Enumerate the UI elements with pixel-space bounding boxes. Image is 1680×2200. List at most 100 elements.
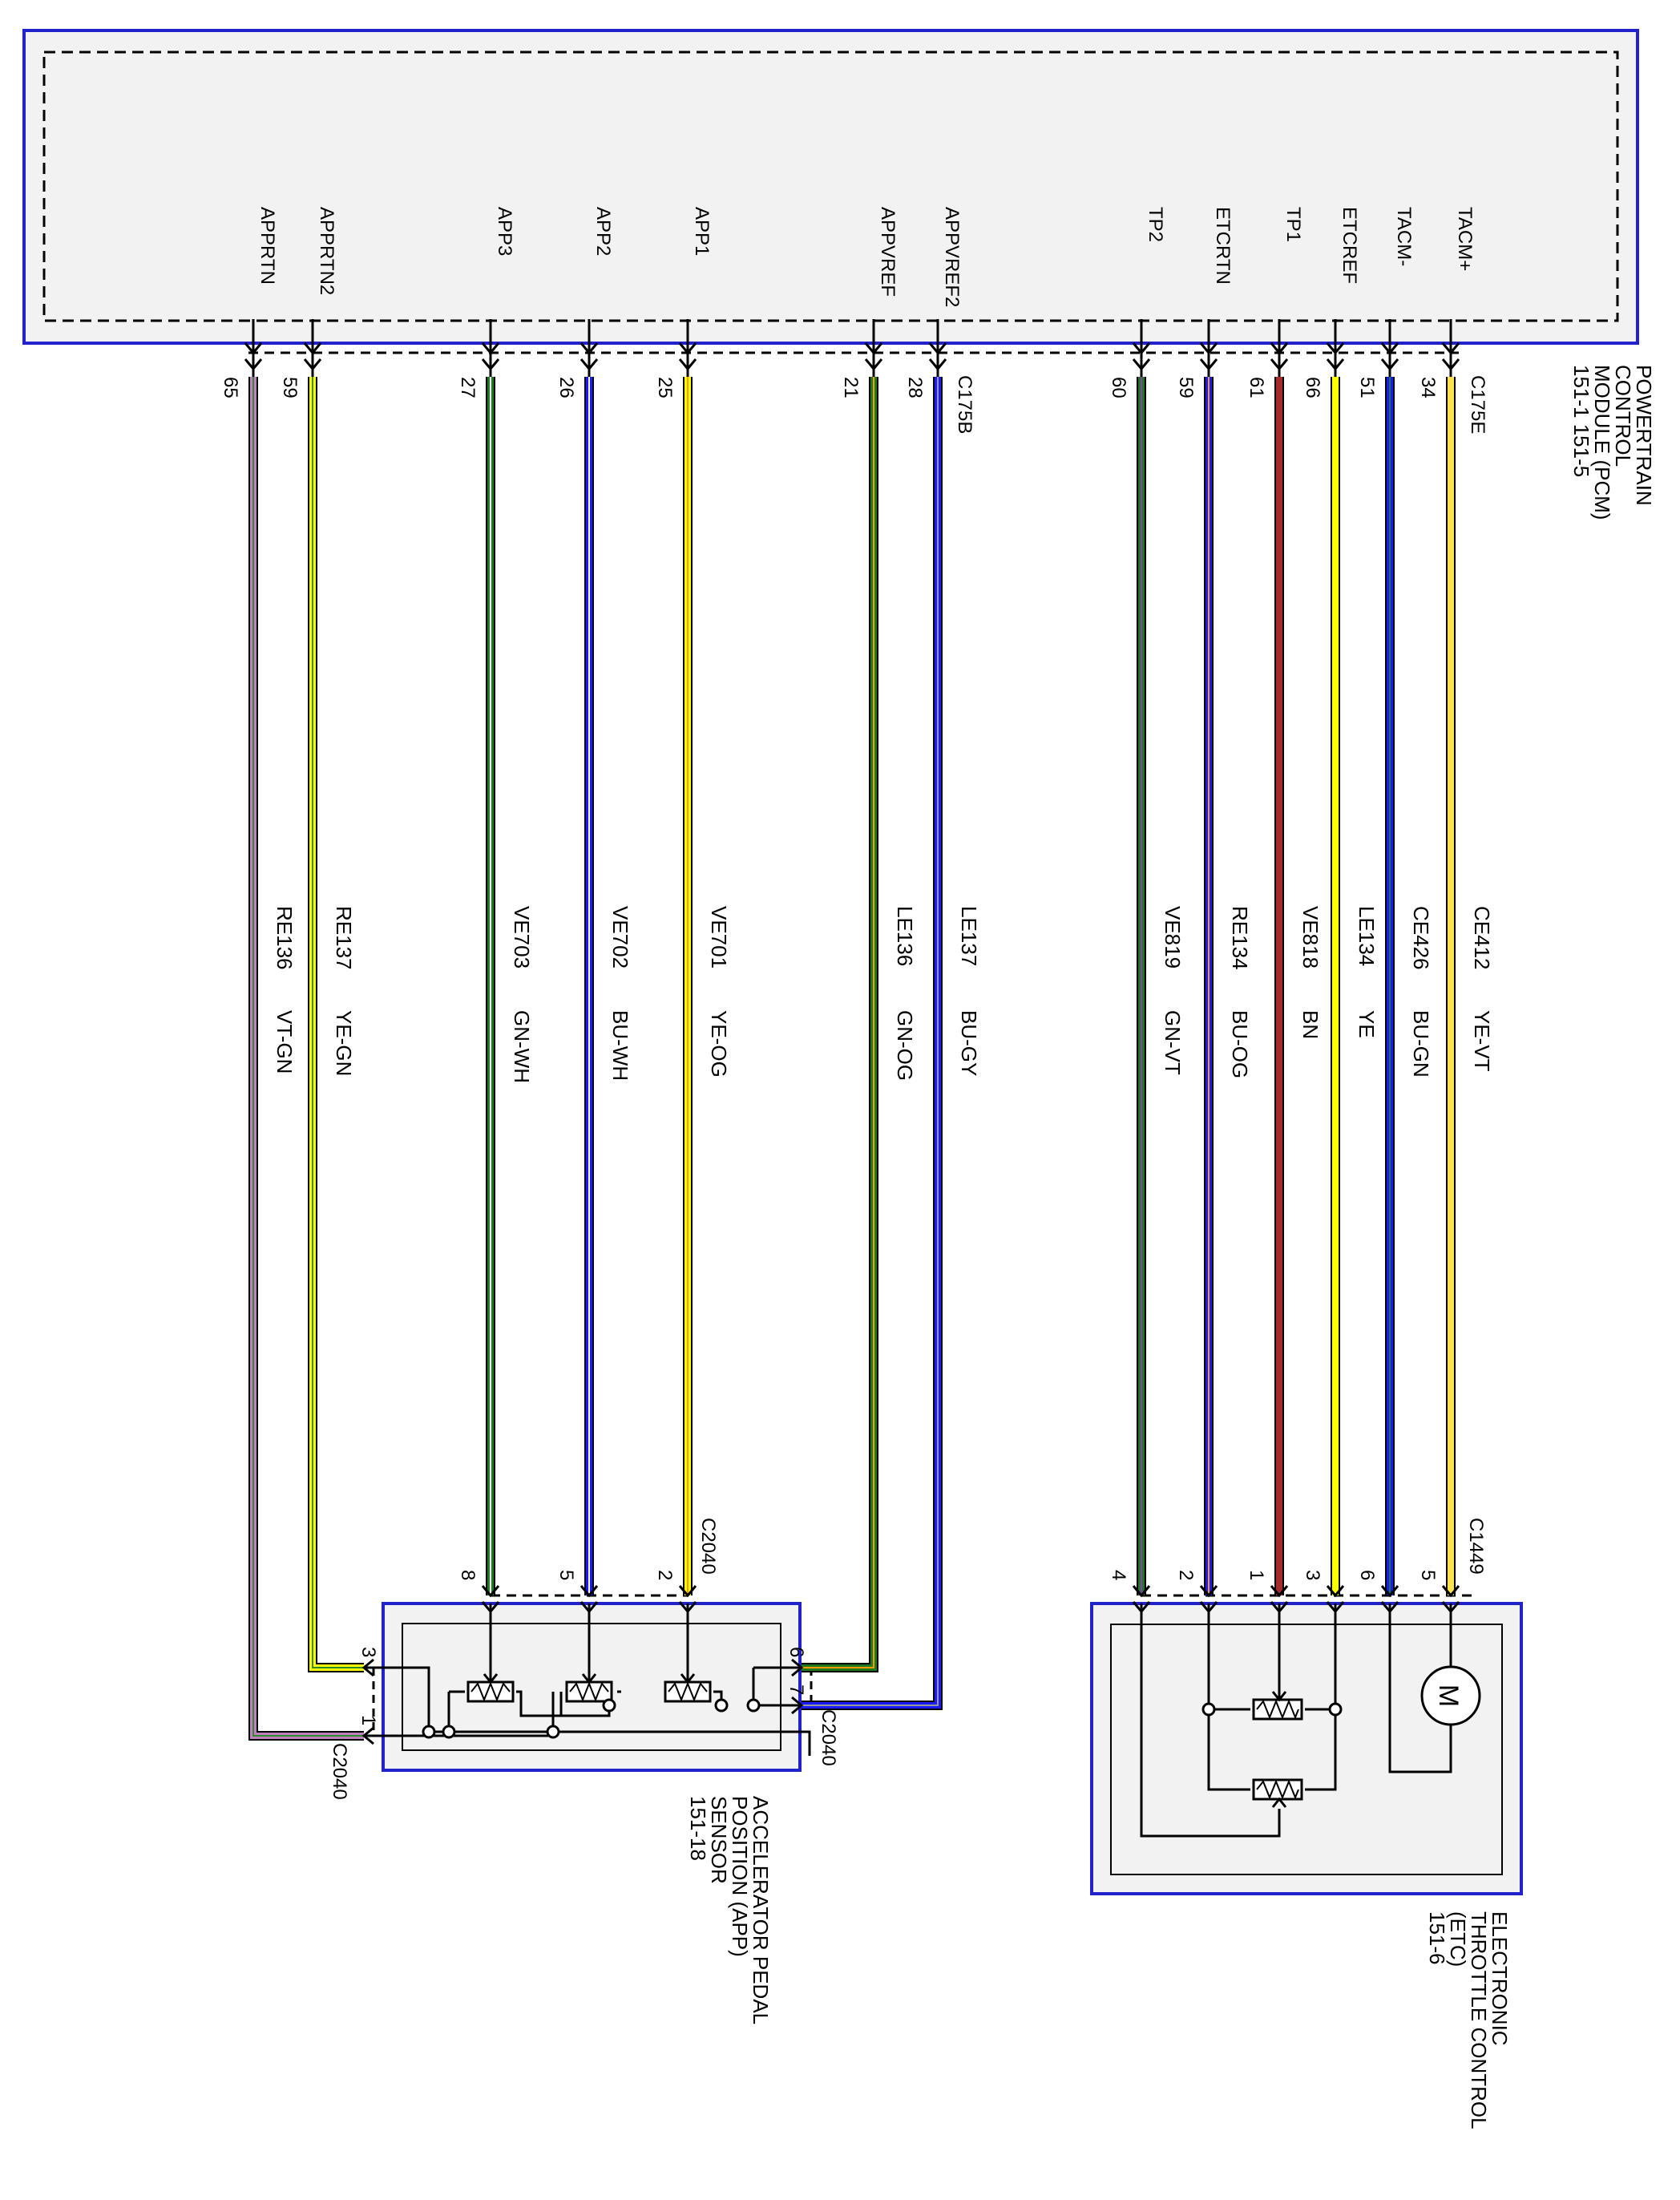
wire-color-code-label: BN — [1298, 1010, 1323, 1039]
device-pin-number: 7 — [785, 1684, 807, 1695]
app2-wiper-arrow — [581, 1668, 597, 1684]
device-pin-number: 6 — [1356, 1570, 1378, 1580]
etc-connector-label: C1449 — [1465, 1518, 1487, 1575]
pcm-pin-label: ETCREF — [1339, 207, 1360, 284]
pcm-pin-number: 25 — [654, 377, 676, 398]
device-pin-arrow — [580, 1601, 599, 1614]
device-pin-arrow — [361, 1726, 374, 1745]
device-pin-number: 5 — [555, 1570, 577, 1580]
pcm-pin-arrow — [481, 342, 500, 355]
pcm-pin-arrow — [678, 342, 697, 355]
app-node — [442, 1725, 456, 1739]
app-connector-label-left: C2040 — [329, 1743, 350, 1800]
wire-color-stripe — [252, 377, 364, 1737]
pcm-pin-number: 51 — [1356, 377, 1378, 398]
wire-circuit-label: VE818 — [1298, 906, 1323, 969]
pcm-pin-arrow — [1132, 358, 1151, 371]
etc-tp1-zigzag — [1256, 1699, 1299, 1720]
device-pin-number: 2 — [1175, 1570, 1197, 1580]
wire-color-code-label: GN-WH — [510, 1010, 534, 1083]
device-pin-number: 1 — [357, 1715, 379, 1725]
wire-circuit-label: VE819 — [1161, 906, 1185, 969]
wire-circuit-label: CE412 — [1470, 906, 1494, 970]
etc-tp2-path — [1140, 1603, 1281, 1838]
pcm-module-box — [22, 29, 1639, 345]
app-sensor-inner-box — [402, 1623, 781, 1751]
wire-circuit-label: CE426 — [1409, 906, 1433, 970]
pcm-pin-arrow — [928, 342, 947, 355]
pcm-pin-number: 59 — [1175, 377, 1197, 398]
wires-layer: APPRTN65RE136VT-GN1APPRTN259RE137YE-GN3A… — [220, 207, 1494, 1745]
pcm-pin-arrow — [244, 358, 263, 371]
etc-tp2-wiper-arrow — [1271, 1797, 1287, 1808]
device-pin-arrow — [678, 1601, 697, 1614]
pcm-pin-label: APPRTN — [256, 207, 278, 285]
device-pin-arrow — [1132, 1601, 1151, 1614]
pcm-pin-arrow — [1270, 342, 1289, 355]
app-internal-nodes — [422, 1698, 761, 1739]
etc-sensors: M — [1201, 1665, 1481, 1808]
pcm-name: POWERTRAIN CONTROL MODULE (PCM) 151-1 15… — [1569, 365, 1656, 526]
device-pin-number: 6 — [785, 1647, 807, 1657]
pcm-pin-arrow — [864, 358, 883, 371]
device-pin-arrow — [1326, 1601, 1345, 1614]
device-pin-arrow — [1380, 1601, 1399, 1614]
pcm-pin-arrow — [303, 342, 322, 355]
pcm-pin-arrow — [1326, 358, 1345, 371]
pcm-pin-label: APPRTN2 — [316, 207, 337, 295]
pcm-connector-etc-label: C175E — [1467, 375, 1488, 434]
wire-color-code-label: YE-VT — [1470, 1010, 1494, 1072]
device-pin-arrow — [1270, 1601, 1289, 1614]
app-sensor-module — [382, 1602, 802, 1772]
pcm-pin-arrow — [1380, 358, 1399, 371]
pcm-pin-number: 28 — [904, 377, 926, 398]
wire-color-code-label: GN-VT — [1161, 1010, 1185, 1075]
pcm-pin-label: ETCRTN — [1212, 207, 1234, 285]
pcm-pin-number: 60 — [1108, 377, 1129, 398]
app-resistors — [466, 1668, 712, 1703]
app-connector-label-right: C2040 — [818, 1709, 839, 1766]
etc-module — [1090, 1602, 1523, 1895]
app-node — [602, 1698, 616, 1713]
etc-node — [1328, 1702, 1343, 1717]
pcm-pin-arrow — [481, 358, 500, 371]
pcm-pin-arrow — [244, 342, 263, 355]
pcm-module-inner-dashed — [42, 51, 1619, 322]
etc-motor-symbol: M — [1433, 1684, 1464, 1707]
pcm-pin-arrow — [1326, 342, 1345, 355]
pcm-connector-app-label: C175B — [954, 375, 975, 434]
wire-color-code-label: BU-GN — [1409, 1010, 1433, 1078]
etc-inner-box — [1110, 1624, 1503, 1875]
pcm-module — [22, 29, 1639, 354]
app2-resistor-leads — [559, 1690, 621, 1716]
pcm-pin-number: 59 — [279, 377, 301, 398]
wire-color-code-label: GN-OG — [893, 1010, 917, 1081]
wire-color-stripe — [802, 377, 874, 1668]
pcm-pin-label: TACM- — [1393, 207, 1415, 266]
pcm-pin-label: APP1 — [691, 207, 713, 256]
pcm-pin-arrow — [1441, 342, 1460, 355]
wire-color-code-label: YE-GN — [332, 1010, 356, 1076]
pcm-pin-arrow — [1441, 358, 1460, 371]
pcm-pin-number: 26 — [555, 377, 577, 398]
device-pin-arrow — [791, 1658, 804, 1677]
app-node — [546, 1725, 560, 1739]
device-pin-arrow — [1199, 1585, 1218, 1598]
etc-tp2-resistor — [1252, 1778, 1303, 1801]
wire-circuit-label: RE134 — [1228, 906, 1252, 970]
app-node — [746, 1698, 761, 1713]
pcm-pin-arrow — [864, 342, 883, 355]
device-pin-arrow — [1380, 1585, 1399, 1598]
wire-color-code-label: YE — [1355, 1010, 1379, 1038]
device-pin-arrow — [1132, 1585, 1151, 1598]
device-pin-number: 4 — [1108, 1570, 1129, 1580]
device-pin-arrow — [361, 1658, 374, 1677]
device-pin-number: 8 — [457, 1570, 479, 1580]
